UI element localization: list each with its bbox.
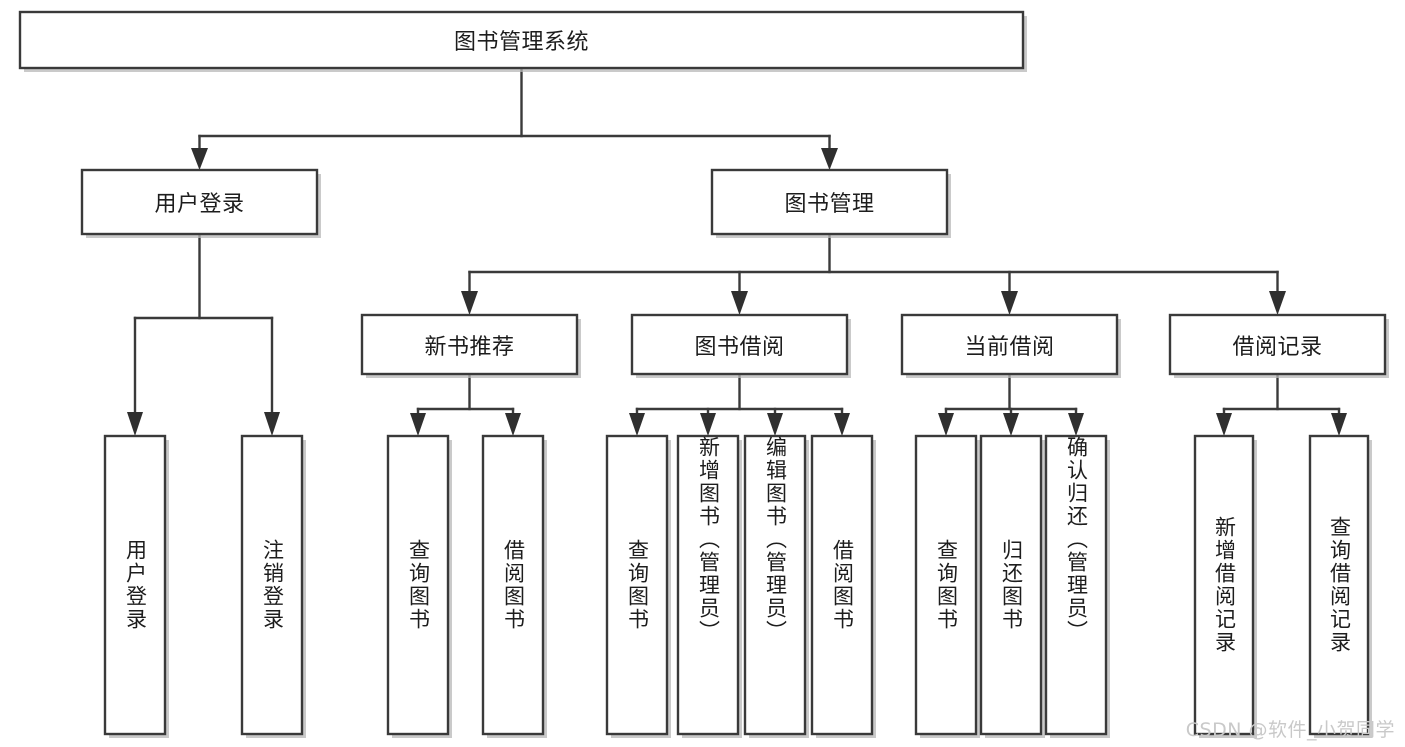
arrow-currentborrow-leaf-1 — [938, 413, 954, 436]
arrow-bookmanage-new-book-rec — [461, 291, 478, 315]
connector-group-root — [191, 66, 838, 170]
connector-group-borrow-record — [1216, 372, 1347, 436]
arrow-bookborrow-leaf-3 — [767, 413, 783, 436]
arrow-bookborrow-leaf-4 — [834, 413, 850, 436]
connector-group-book-manage — [461, 232, 1286, 315]
node-user-login[interactable] — [80, 168, 321, 238]
node-leaf-query-book-3[interactable] — [914, 434, 980, 738]
node-book-borrow[interactable] — [630, 313, 851, 378]
node-leaf-user-login[interactable] — [103, 434, 169, 738]
arrow-userlogin-leaf-2 — [264, 412, 280, 436]
node-leaf-edit-book[interactable] — [743, 434, 809, 738]
node-leaf-query-book-2[interactable] — [605, 434, 671, 738]
node-new-book-rec[interactable] — [360, 313, 581, 378]
arrow-bookborrow-leaf-2 — [700, 413, 716, 436]
node-leaf-query-book-1[interactable] — [386, 434, 452, 738]
connector-group-user-login — [127, 232, 280, 436]
node-leaf-query-record[interactable] — [1308, 434, 1372, 738]
node-root[interactable] — [18, 10, 1027, 72]
arrow-newbookrec-leaf-1 — [410, 413, 426, 436]
node-borrow-record[interactable] — [1168, 313, 1389, 378]
connector-group-new-book-rec — [410, 372, 521, 436]
node-leaf-borrow-book-1[interactable] — [481, 434, 547, 738]
arrow-borrowrecord-leaf-2 — [1331, 413, 1347, 436]
arrow-bookborrow-leaf-1 — [629, 413, 645, 436]
arrow-bookmanage-borrow-record — [1269, 291, 1286, 315]
arrow-currentborrow-leaf-2 — [1003, 413, 1019, 436]
arrow-userlogin-leaf-1 — [127, 412, 143, 436]
node-leaf-logout[interactable] — [240, 434, 306, 738]
arrow-borrowrecord-leaf-1 — [1216, 413, 1232, 436]
node-leaf-return-book[interactable] — [979, 434, 1045, 738]
node-leaf-confirm-return[interactable] — [1044, 434, 1110, 738]
node-leaf-borrow-book-2[interactable] — [810, 434, 876, 738]
connector-group-current-borrow — [938, 372, 1084, 436]
arrow-newbookrec-leaf-2 — [505, 413, 521, 436]
arrow-bookmanage-current-borrow — [1001, 291, 1018, 315]
arrow-root-to-bookmanage — [821, 148, 838, 170]
arrow-root-to-userlogin — [191, 148, 208, 170]
arrow-currentborrow-leaf-3 — [1068, 413, 1084, 436]
node-book-manage[interactable] — [710, 168, 951, 238]
node-current-borrow[interactable] — [900, 313, 1121, 378]
watermark-text: CSDN @软件_小贺同学 — [1185, 719, 1395, 741]
node-leaf-add-record[interactable] — [1193, 434, 1257, 738]
connector-group-book-borrow — [629, 372, 850, 436]
arrow-bookmanage-book-borrow — [731, 291, 748, 315]
node-leaf-add-book[interactable] — [676, 434, 742, 738]
